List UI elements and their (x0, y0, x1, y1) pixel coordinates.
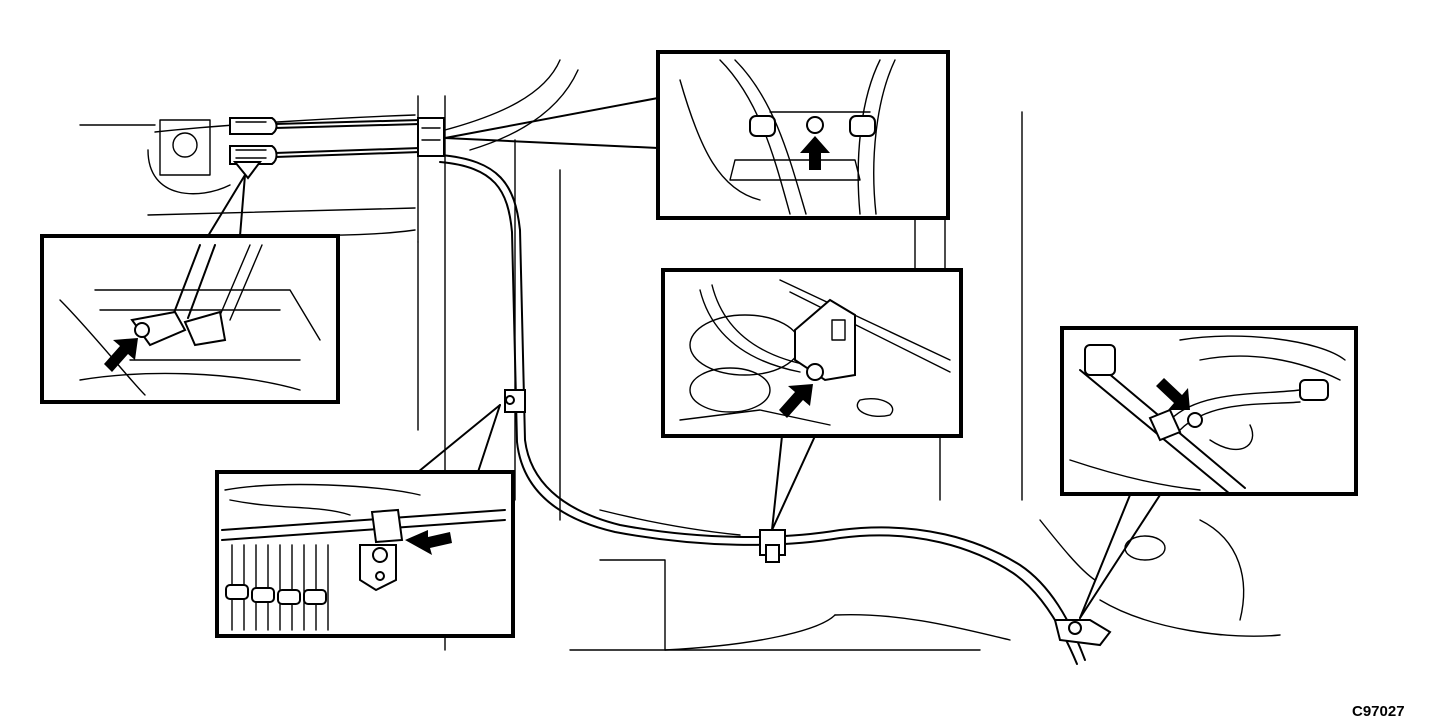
pointer-arrow-icon (104, 338, 138, 372)
inset-lever-bolt-top (656, 50, 950, 220)
clamp-icon (370, 508, 404, 544)
inset-bracket-bolt-center (661, 268, 963, 438)
inset-pipe-bracket-bottom (215, 470, 515, 638)
pointer-arrow-icon (405, 530, 452, 555)
callout-pointers (207, 97, 1161, 619)
inset-equalizer-bolt-left (40, 234, 340, 404)
bolt-icon (806, 116, 824, 134)
bolt-icon (806, 363, 824, 381)
pointer-arrow-icon (1156, 378, 1190, 410)
pointer-arrow-icon (800, 136, 830, 170)
pointer-arrow-icon (779, 384, 813, 418)
bolt-icon (372, 547, 388, 563)
clamp-icon (1148, 408, 1182, 442)
inset-rear-clamp-right (1060, 326, 1358, 496)
figure-code: C97027 (1352, 703, 1405, 720)
bolt-icon (134, 322, 150, 338)
parking-brake-cables (229, 117, 1112, 665)
bolt-icon (1187, 412, 1203, 428)
